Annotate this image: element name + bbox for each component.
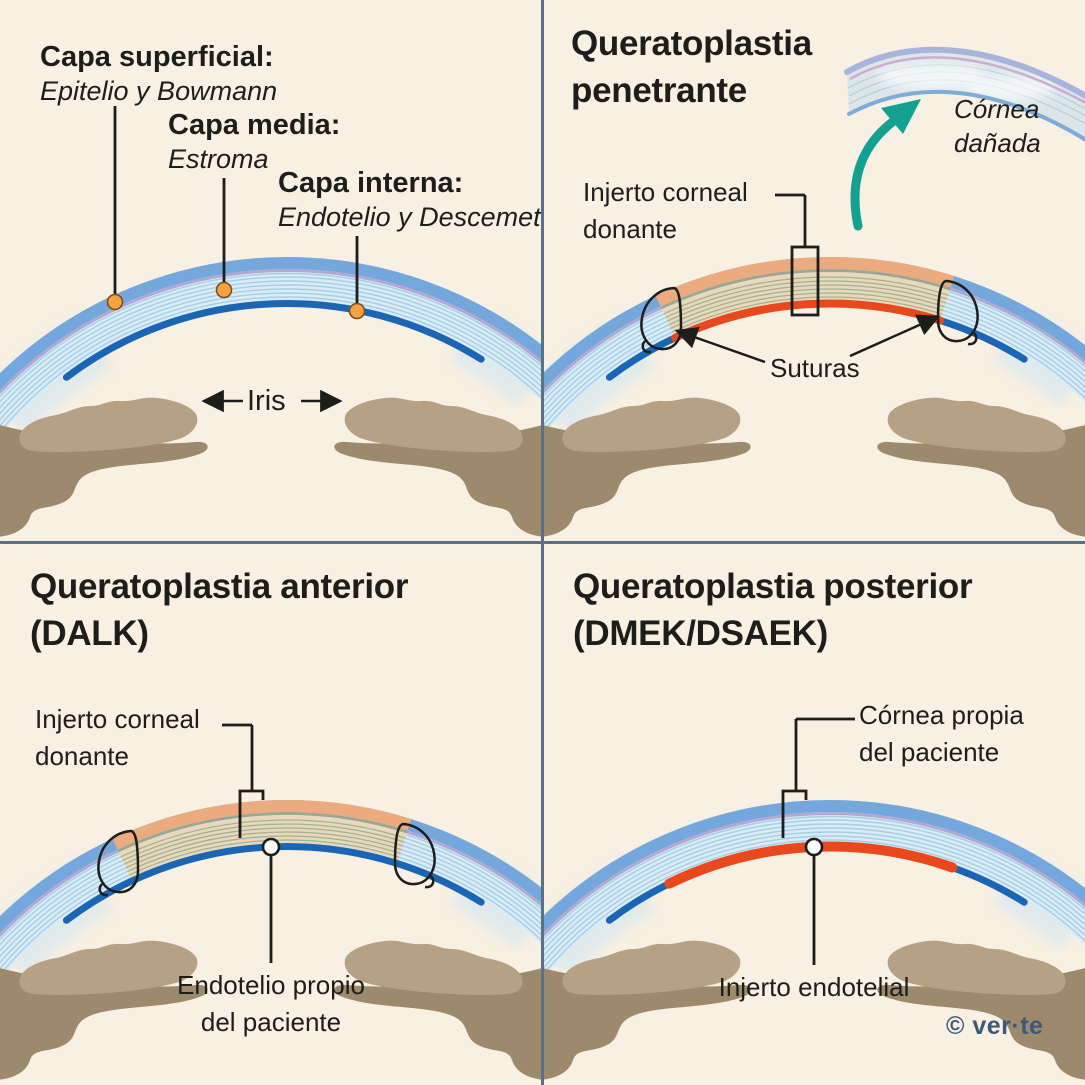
quadrant-dmek xyxy=(423,717,1085,1085)
label-capa-superficial-sub: Epitelio y Bowmann xyxy=(40,76,278,106)
label-capa-superficial: Capa superficial: Epitelio y Bowmann xyxy=(40,40,277,108)
label-line2: del paciente xyxy=(200,1007,342,1037)
title-line1: Queratoplastia anterior xyxy=(30,567,409,606)
layer-dot-interna xyxy=(348,302,366,320)
label-capa-interna-title: Capa interna: xyxy=(278,167,464,199)
label-line2: dañada xyxy=(954,128,1041,158)
label-capa-superficial-title: Capa superficial: xyxy=(40,41,274,73)
label-capa-media: Capa media: Estroma xyxy=(168,108,340,176)
teal-arrow-icon xyxy=(850,99,921,231)
title-line2: penetrante xyxy=(571,71,747,110)
label-cornea-danada: Córnea dañada xyxy=(954,92,1041,160)
cornea-connector-line xyxy=(794,717,855,791)
label-line1: Injerto corneal xyxy=(35,704,200,734)
divider-horizontal xyxy=(0,541,1085,544)
graft-marker-dot xyxy=(804,837,824,857)
suture-arrow-left xyxy=(674,327,766,364)
title-line1: Queratoplastia xyxy=(571,24,812,63)
label-cornea-propia: Córnea propia del paciente xyxy=(859,697,1024,771)
title-line2: (DMEK/DSAEK) xyxy=(573,614,829,653)
logo-verte: © ver·te xyxy=(946,1012,1044,1040)
label-injerto-corneal-donante: Injerto corneal donante xyxy=(583,174,748,248)
suture-arrow-right xyxy=(849,314,941,358)
label-line1: Córnea propia xyxy=(859,700,1024,730)
label-line1: Córnea xyxy=(954,94,1040,124)
layer-dot-media xyxy=(215,281,233,299)
quadrant-penetrating xyxy=(423,46,1085,1077)
label-capa-interna-sub: Endotelio y Descemet xyxy=(278,202,541,232)
graft-bracket xyxy=(238,789,265,838)
label-line2: donante xyxy=(35,741,129,771)
label-capa-interna: Capa interna: Endotelio y Descemet xyxy=(278,166,541,234)
graft-connector-line xyxy=(775,193,807,247)
label-injerto-corneal-donante: Injerto corneal donante xyxy=(35,701,200,775)
iris-illustration xyxy=(539,398,1085,537)
quadrant-cornea-layers xyxy=(0,106,694,1077)
label-endotelio-propio: Endotelio propio del paciente xyxy=(96,967,446,1041)
title-line2: (DALK) xyxy=(30,614,149,653)
label-capa-media-sub: Estroma xyxy=(168,144,269,174)
donor-endothelium xyxy=(671,299,945,342)
title-queratoplastia-penetrante: Queratoplastia penetrante xyxy=(571,20,812,114)
label-line2: del paciente xyxy=(859,737,1000,767)
layer-dot-superficial xyxy=(106,293,124,311)
title-queratoplastia-anterior: Queratoplastia anterior (DALK) xyxy=(30,563,409,657)
graft-bracket xyxy=(790,245,820,317)
iris-illustration xyxy=(539,941,1085,1080)
endothelium-marker-dot xyxy=(261,837,281,857)
label-line1: Injerto corneal xyxy=(583,177,748,207)
graft-connector-line xyxy=(222,723,254,791)
quadrant-dalk xyxy=(0,723,694,1085)
label-injerto-endotelial: Injerto endotelial xyxy=(718,972,910,1002)
title-line1: Queratoplastia posterior xyxy=(573,567,973,606)
iris-label: Iris xyxy=(247,385,286,417)
label-suturas: Suturas xyxy=(770,353,860,383)
title-queratoplastia-posterior: Queratoplastia posterior (DMEK/DSAEK) xyxy=(573,563,973,657)
label-line2: donante xyxy=(583,214,677,244)
label-capa-media-title: Capa media: xyxy=(168,109,341,141)
damaged-cornea-illustration xyxy=(844,46,1085,142)
iris-illustration xyxy=(0,398,546,537)
label-line1: Endotelio propio xyxy=(177,970,365,1000)
cornea-bracket xyxy=(781,789,808,838)
